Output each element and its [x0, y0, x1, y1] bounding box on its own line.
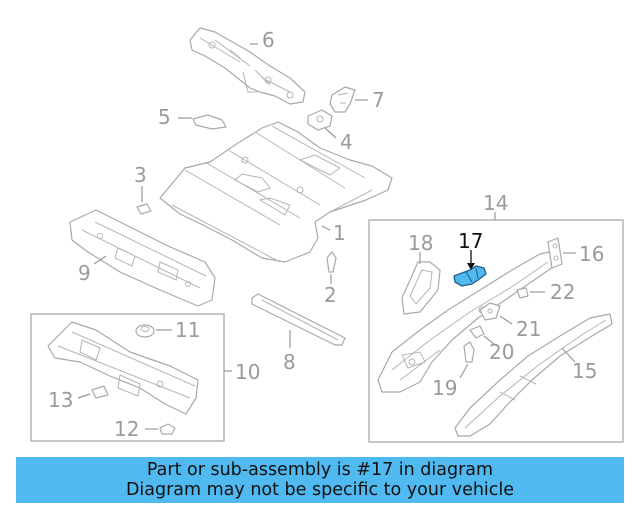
- group-10-box: [30, 313, 225, 442]
- part-13-plate: [91, 385, 109, 399]
- part-21-bracket: [479, 302, 501, 321]
- part-6-cross-member: [189, 27, 306, 105]
- part-16-plate: [547, 237, 563, 269]
- callout-18: 18: [408, 231, 433, 255]
- callout-9: 9: [78, 261, 91, 285]
- part-7-bracket: [329, 86, 356, 113]
- part-5-patch: [192, 114, 227, 130]
- banner-line-2: Diagram may not be specific to your vehi…: [125, 480, 515, 500]
- part-19-bolt: [463, 341, 475, 363]
- callout-17: 17: [458, 229, 483, 253]
- callout-8: 8: [283, 350, 296, 374]
- callout-20: 20: [489, 340, 514, 364]
- callout-10: 10: [235, 360, 260, 384]
- callout-1: 1: [333, 221, 346, 245]
- callout-6: 6: [262, 28, 275, 52]
- callout-11: 11: [175, 318, 200, 342]
- part-3-clip: [136, 203, 152, 215]
- callout-14: 14: [483, 191, 508, 215]
- banner-line-1: Part or sub-assembly is #17 in diagram: [146, 460, 494, 480]
- part-22-clip: [516, 287, 529, 299]
- callout-22: 22: [550, 280, 575, 304]
- callout-4: 4: [340, 130, 353, 154]
- callout-12: 12: [114, 417, 139, 441]
- callout-21: 21: [516, 317, 541, 341]
- part-10-frame-rail: [47, 321, 199, 415]
- group-14-box: [368, 219, 624, 443]
- part-15-lower-rail: [454, 313, 613, 437]
- part-20-clip: [469, 325, 485, 339]
- part-9-rear-panel: [69, 209, 216, 307]
- callout-13: 13: [48, 388, 73, 412]
- callout-15: 15: [572, 359, 597, 383]
- callout-2: 2: [324, 283, 337, 307]
- info-banner: Part or sub-assembly is #17 in diagram D…: [16, 457, 624, 503]
- part-18-panel: [401, 261, 441, 315]
- part-2-bolt: [326, 251, 337, 273]
- callout-3: 3: [134, 163, 147, 187]
- part-17-highlighted-bracket: [453, 265, 487, 287]
- parts-diagram: 6 7 4 5 1 3 2: [30, 27, 624, 443]
- callout-16: 16: [579, 242, 604, 266]
- callout-7: 7: [372, 88, 385, 112]
- part-12-bracket: [159, 423, 176, 435]
- callout-5: 5: [158, 105, 171, 129]
- part-8-sill-strip: [251, 293, 346, 346]
- callout-19: 19: [432, 376, 457, 400]
- part-11-grommet: [135, 324, 155, 338]
- part-1-floor-pan: [159, 121, 393, 263]
- part-4-mount: [307, 109, 333, 131]
